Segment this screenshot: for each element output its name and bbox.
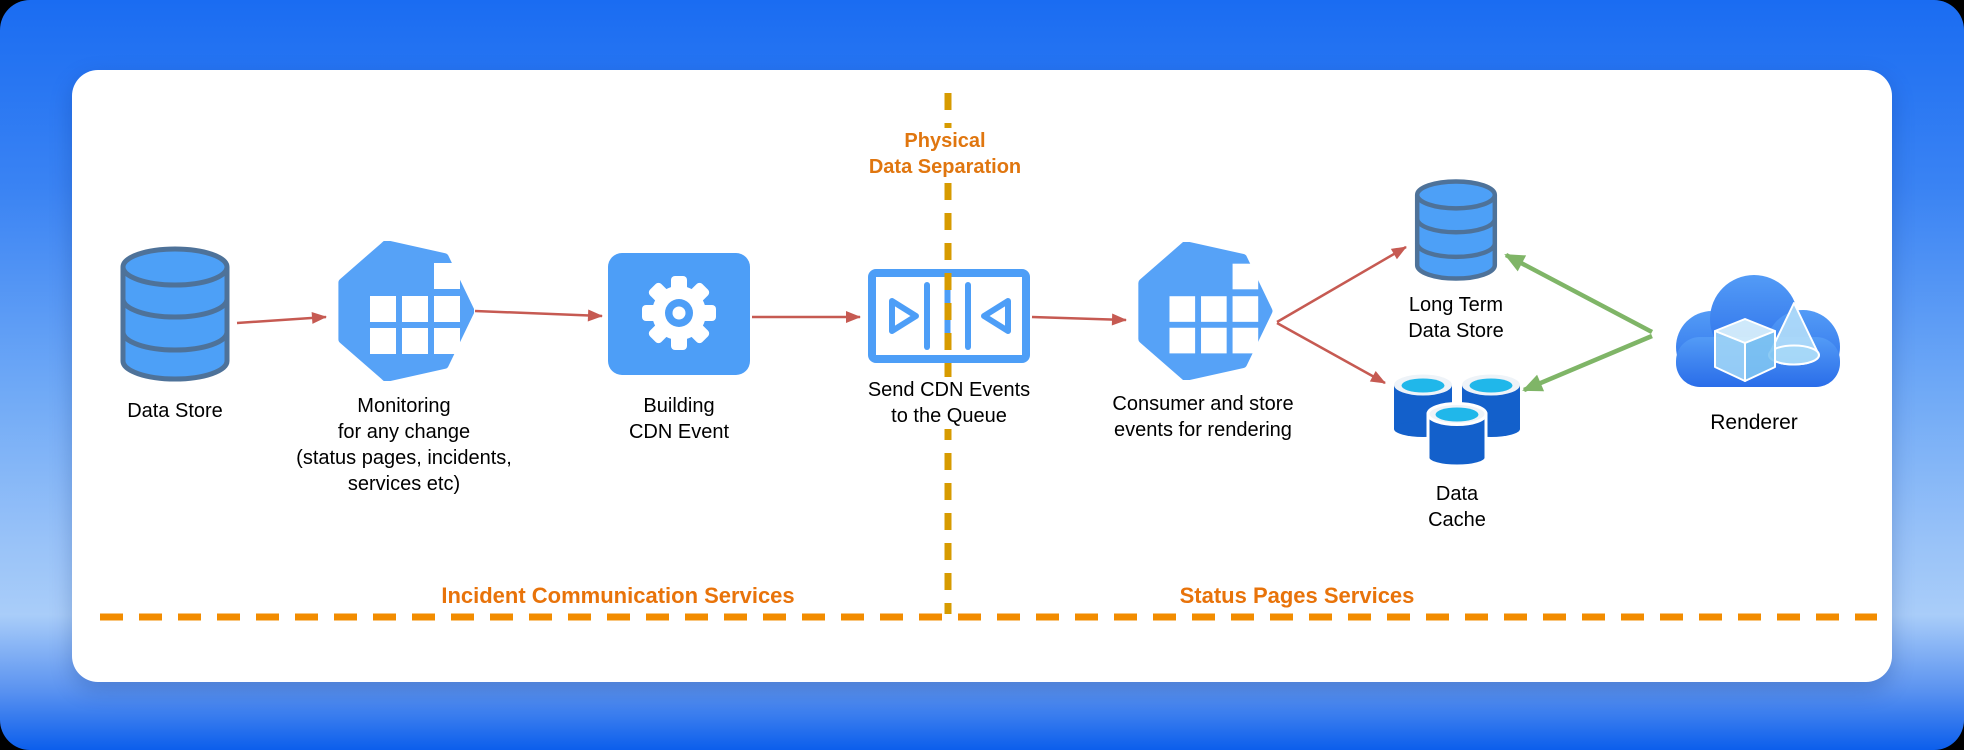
label-line: events for rendering	[1114, 419, 1292, 441]
cache-cylinders-icon	[1394, 374, 1520, 468]
physical-data-separation-label: Physical Data Separation	[810, 128, 1080, 180]
database-cylinder-icon	[120, 246, 230, 382]
label-line: Data	[1435, 483, 1479, 505]
label-line: Long Term	[1408, 294, 1504, 316]
cache-cylinder	[1426, 402, 1488, 468]
label-line: Incident Communication Services	[441, 583, 795, 608]
label-line: Physical	[904, 130, 986, 152]
label-line: Monitoring	[357, 395, 451, 417]
renderer-node	[1657, 263, 1851, 395]
label-line: (status pages, incidents,	[296, 447, 512, 469]
label-line: to the Queue	[891, 405, 1007, 427]
cube-shape	[1714, 318, 1776, 382]
label-line: Renderer	[1710, 411, 1798, 434]
incident-communication-services-label: Incident Communication Services	[368, 583, 868, 609]
building-cdn-event-node	[608, 253, 750, 375]
label-line: Data Store	[127, 400, 223, 422]
monitoring-label: Monitoring for any change (status pages,…	[254, 393, 554, 497]
long-term-data-store-label: Long Term Data Store	[1356, 292, 1556, 344]
label-line: Data Separation	[868, 156, 1022, 178]
building-cdn-event-label: Building CDN Event	[579, 393, 779, 445]
render-cloud-icon	[1676, 275, 1840, 387]
data-cache-node	[1392, 370, 1522, 470]
label-line: Data Store	[1408, 320, 1504, 342]
heptagon-grid-icon	[338, 241, 474, 381]
queue-node	[868, 269, 1030, 363]
data-cache-label: Data Cache	[1357, 481, 1557, 533]
queue-icon	[868, 269, 1030, 363]
label-line: CDN Event	[628, 421, 730, 443]
label-line: for any change	[337, 421, 471, 443]
label-line: Cache	[1428, 509, 1486, 531]
label-line: Send CDN Events	[867, 379, 1031, 401]
data-store-node	[117, 243, 233, 385]
heptagon-grid-icon	[1138, 242, 1273, 380]
consumer-node	[1133, 242, 1273, 380]
label-line: Consumer and store	[1112, 393, 1294, 415]
database-cylinder-icon	[1414, 179, 1498, 281]
monitoring-node	[334, 241, 474, 381]
label-line: Status Pages Services	[1179, 583, 1415, 608]
gear-icon	[608, 253, 750, 375]
consumer-label: Consumer and store events for rendering	[1078, 391, 1328, 443]
status-pages-services-label: Status Pages Services	[1047, 583, 1547, 609]
long-term-data-store-node	[1412, 177, 1500, 283]
label-line: services etc)	[347, 473, 461, 495]
renderer-label: Renderer	[1654, 410, 1854, 436]
send-cdn-events-label: Send CDN Events to the Queue	[829, 377, 1069, 429]
label-line: Building	[643, 395, 715, 417]
data-store-label: Data Store	[75, 398, 275, 424]
